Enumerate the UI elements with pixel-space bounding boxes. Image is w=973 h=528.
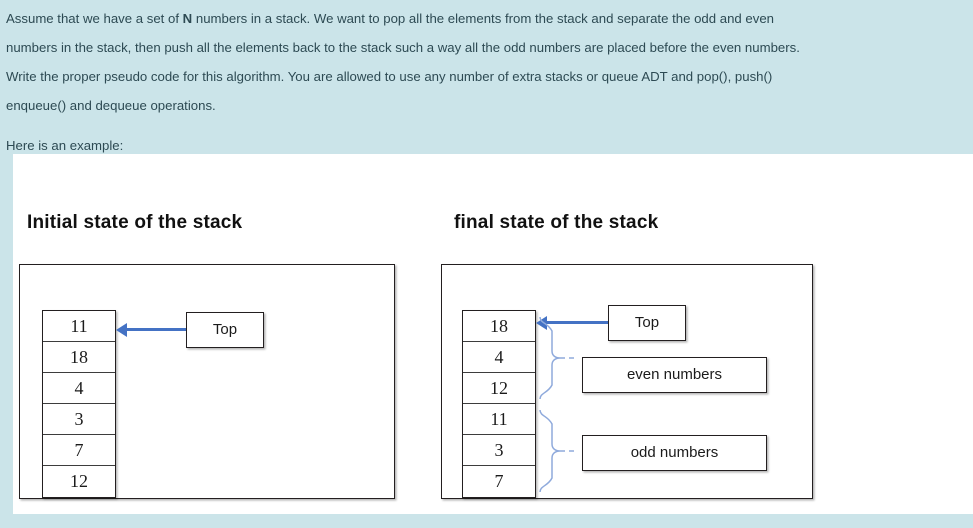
final-state-diagram: 18 4 12 11 3 7 Top even numbers	[441, 264, 813, 499]
odd-group-brace-icon	[538, 406, 584, 496]
final-stack: 18 4 12 11 3 7	[462, 310, 536, 498]
problem-line-5: Here is an example:	[6, 138, 124, 153]
stack-cell: 4	[463, 342, 535, 373]
arrow-head-icon	[536, 316, 547, 330]
problem-n-symbol: N	[182, 11, 193, 26]
paragraph-spacer	[6, 120, 967, 131]
stack-cell: 12	[463, 373, 535, 404]
stack-cell: 18	[43, 342, 115, 373]
problem-line-3: Write the proper pseudo code for this al…	[6, 69, 773, 84]
problem-line-4: enqueue() and dequeue operations.	[6, 98, 216, 113]
stack-cell: 3	[463, 435, 535, 466]
stack-cell: 12	[43, 466, 115, 497]
stack-cell: 3	[43, 404, 115, 435]
even-group-brace-icon	[538, 313, 584, 403]
top-pointer-arrow-icon	[116, 323, 188, 337]
final-state-heading: final state of the stack	[454, 212, 659, 233]
odd-numbers-label-box: odd numbers	[582, 435, 767, 471]
initial-state-heading: Initial state of the stack	[27, 212, 243, 233]
stack-cell: 11	[463, 404, 535, 435]
problem-statement: Assume that we have a set of N numbers i…	[0, 0, 973, 160]
problem-line-1-part-a: Assume that we have a set of	[6, 11, 183, 26]
initial-state-diagram: 11 18 4 3 7 12 Top	[19, 264, 395, 499]
stack-cell: 7	[43, 435, 115, 466]
arrow-line	[125, 328, 188, 331]
problem-line-1-part-b: numbers in a stack. We want to pop all t…	[192, 11, 775, 26]
stack-cell: 7	[463, 466, 535, 497]
top-label-box: Top	[608, 305, 686, 341]
problem-line-1: Assume that we have a set of N numbers i…	[6, 4, 967, 33]
top-label-box: Top	[186, 312, 264, 348]
stack-cell: 18	[463, 311, 535, 342]
stack-cell: 11	[43, 311, 115, 342]
arrow-line	[545, 321, 610, 324]
stack-cell: 4	[43, 373, 115, 404]
initial-stack: 11 18 4 3 7 12	[42, 310, 116, 498]
even-numbers-label-box: even numbers	[582, 357, 767, 393]
top-pointer-arrow-icon	[536, 316, 610, 330]
problem-line-2: numbers in the stack, then push all the …	[6, 40, 800, 55]
left-margin-strip	[0, 154, 13, 528]
arrow-head-icon	[116, 323, 127, 337]
figure-canvas: Initial state of the stack final state o…	[13, 154, 973, 514]
